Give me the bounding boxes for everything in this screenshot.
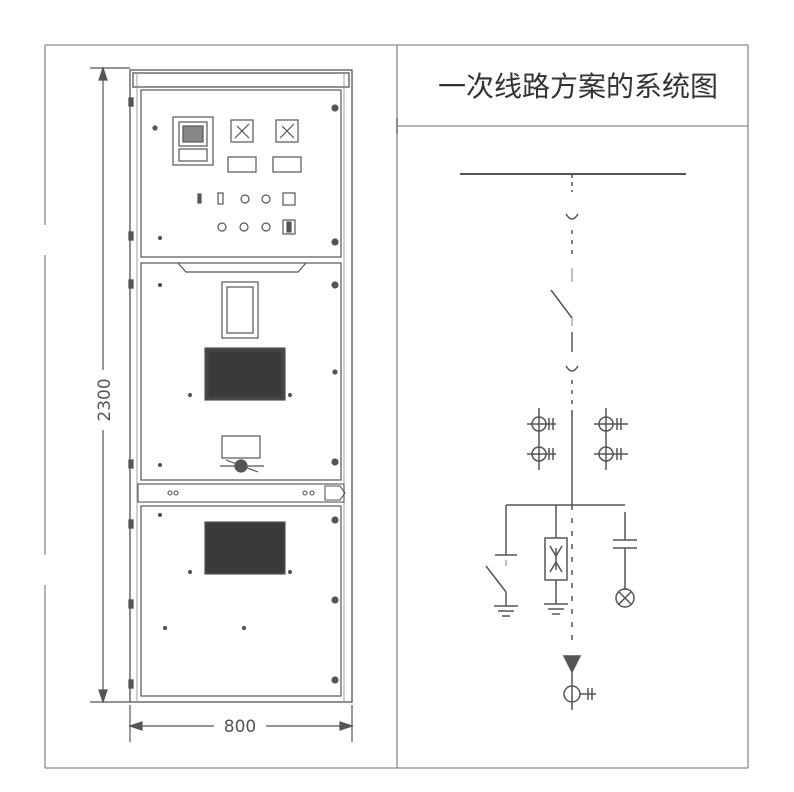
current-transformers: [527, 408, 628, 470]
height-dimension-label: 2300: [95, 378, 115, 421]
instrument-door: [140, 89, 342, 258]
diagram-title: 一次线路方案的系统图: [438, 70, 718, 103]
outer-frame: [44, 44, 749, 769]
cabinet: [128, 69, 353, 703]
system-diagram: [460, 173, 686, 710]
interlock-rail: [137, 483, 346, 503]
vent-grille-upper: [209, 352, 281, 396]
cable-door: [140, 505, 342, 697]
width-dimension-label: 800: [224, 717, 256, 737]
